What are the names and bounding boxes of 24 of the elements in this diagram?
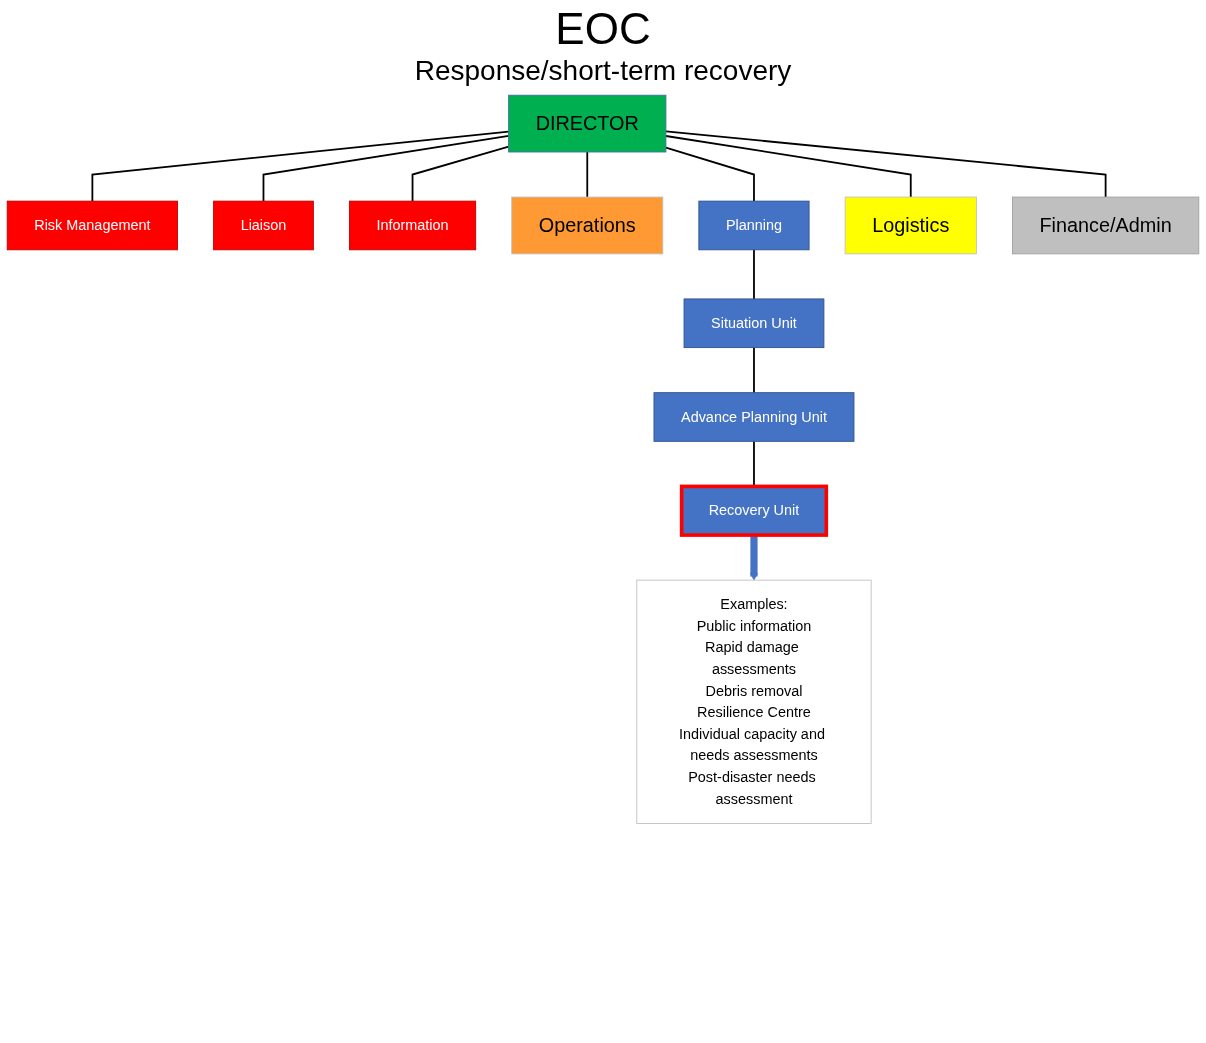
connector <box>753 346 755 394</box>
connector <box>262 135 510 202</box>
node-box: Liaison <box>213 200 314 251</box>
node-box: Recovery Unit <box>679 484 829 537</box>
connector <box>753 248 755 300</box>
node-box: Planning <box>698 200 810 251</box>
node-box: Advance Planning Unit <box>653 392 855 442</box>
connector <box>586 151 589 198</box>
connector <box>665 130 1107 198</box>
connector <box>411 145 510 202</box>
node-box: Information <box>348 200 477 251</box>
node-box: DIRECTOR <box>508 94 667 153</box>
arrow <box>750 535 758 581</box>
connector <box>665 135 912 198</box>
node-box: Logistics <box>844 196 977 255</box>
connector <box>91 130 510 202</box>
node-box: Examples: Public information Rapid damage assessments Debris removal Resilience Centre Individual capacity and needs assessments Post-disaster needs assessment <box>636 579 872 824</box>
node-box: Operations <box>511 196 664 255</box>
node-box: Situation Unit <box>683 298 825 349</box>
subtitle: Response/short-term recovery <box>413 54 793 88</box>
node-box: Finance/Admin <box>1011 196 1200 255</box>
node-box: Risk Management <box>6 200 178 251</box>
connector <box>665 146 755 202</box>
diagram-title: EOC <box>554 4 652 54</box>
